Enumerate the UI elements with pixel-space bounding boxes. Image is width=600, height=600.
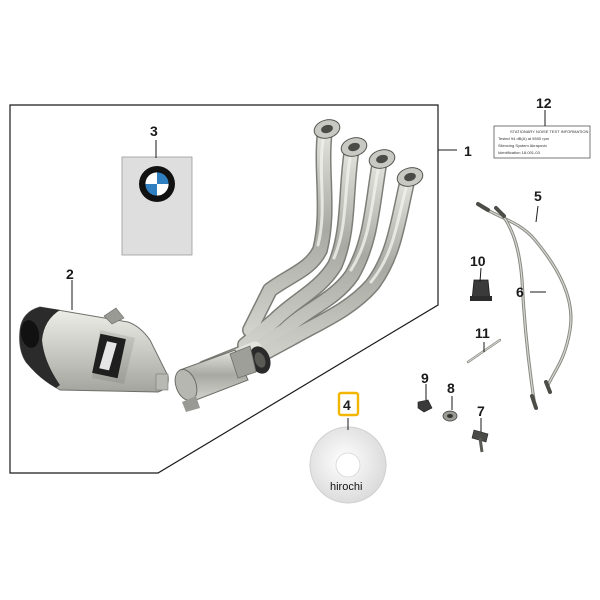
callout-12: 12: [536, 95, 552, 111]
callout-6: 6: [516, 284, 524, 300]
callout-5: 5: [534, 188, 542, 204]
label-line-3: Silencing System Akrapovic: [498, 143, 547, 148]
akrapovic-muffler: [19, 306, 169, 393]
label-line-4: Identification 18-001-03: [498, 150, 541, 155]
owners-manual: [121, 156, 193, 256]
label-line-2: Tested 94 dB(A) at 5500 rpm: [498, 136, 550, 141]
assembly-frame: [9, 104, 439, 474]
callout-10: 10: [470, 253, 486, 269]
nut: [417, 399, 433, 413]
callout-9: 9: [421, 370, 429, 386]
callout-8: 8: [447, 380, 455, 396]
washer: [442, 410, 458, 422]
label-line-1: STATIONARY NOISE TEST INFORMATION: [510, 129, 588, 134]
collector-link-pipe: [174, 345, 271, 412]
bmw-logo: [139, 166, 175, 202]
rubber-buffer: [470, 279, 492, 301]
leader-lines: [71, 110, 546, 432]
callout-3: 3: [150, 123, 158, 139]
callout-4-highlight-box: [337, 391, 360, 417]
screw: [471, 429, 489, 453]
exhaust-header: [197, 122, 416, 376]
header-flanges: [313, 119, 424, 187]
callout-1: 1: [464, 143, 472, 159]
callout-4: 4: [343, 397, 351, 413]
callout-7: 7: [477, 403, 485, 419]
callout-2: 2: [66, 266, 74, 282]
callout-11: 11: [475, 325, 490, 341]
throttle-cables: [476, 202, 573, 410]
watermark-text: hirochi: [330, 481, 362, 493]
noise-test-label: STATIONARY NOISE TEST INFORMATION Tested…: [493, 125, 591, 159]
heat-shield-disc: [309, 426, 387, 504]
muffler-brand-logo: [92, 333, 126, 379]
